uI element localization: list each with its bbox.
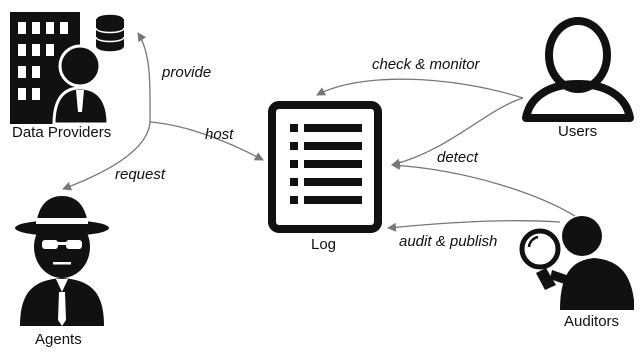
node-label-data-providers: Data Providers bbox=[12, 124, 112, 141]
edge-label-check-monitor: check & monitor bbox=[372, 56, 480, 73]
building-with-person-and-database-icon bbox=[10, 12, 125, 126]
node-label-agents: Agents bbox=[35, 331, 82, 348]
person-with-magnifying-glass-icon bbox=[519, 216, 634, 310]
arrow-detect-users bbox=[391, 97, 524, 168]
arrow-detect-auditors bbox=[391, 161, 576, 217]
hat-and-sunglasses-agent-icon bbox=[15, 196, 109, 326]
node-label-log: Log bbox=[311, 236, 337, 253]
edge-label-provide: provide bbox=[162, 64, 212, 81]
arrow-request bbox=[62, 121, 151, 191]
edge-label-request: request bbox=[115, 166, 166, 183]
edge-label-audit-publish: audit & publish bbox=[399, 233, 498, 250]
user-outline-icon bbox=[522, 17, 634, 122]
edge-label-detect: detect bbox=[437, 149, 478, 166]
arrow-provide bbox=[137, 32, 151, 123]
arrow-check-monitor bbox=[316, 78, 524, 99]
arrow-host bbox=[149, 121, 264, 161]
node-label-auditors: Auditors bbox=[564, 313, 620, 330]
edge-label-host: host bbox=[205, 126, 234, 143]
document-list-icon bbox=[268, 101, 382, 233]
arrow-audit-publish bbox=[387, 220, 561, 232]
node-label-users: Users bbox=[558, 123, 598, 140]
